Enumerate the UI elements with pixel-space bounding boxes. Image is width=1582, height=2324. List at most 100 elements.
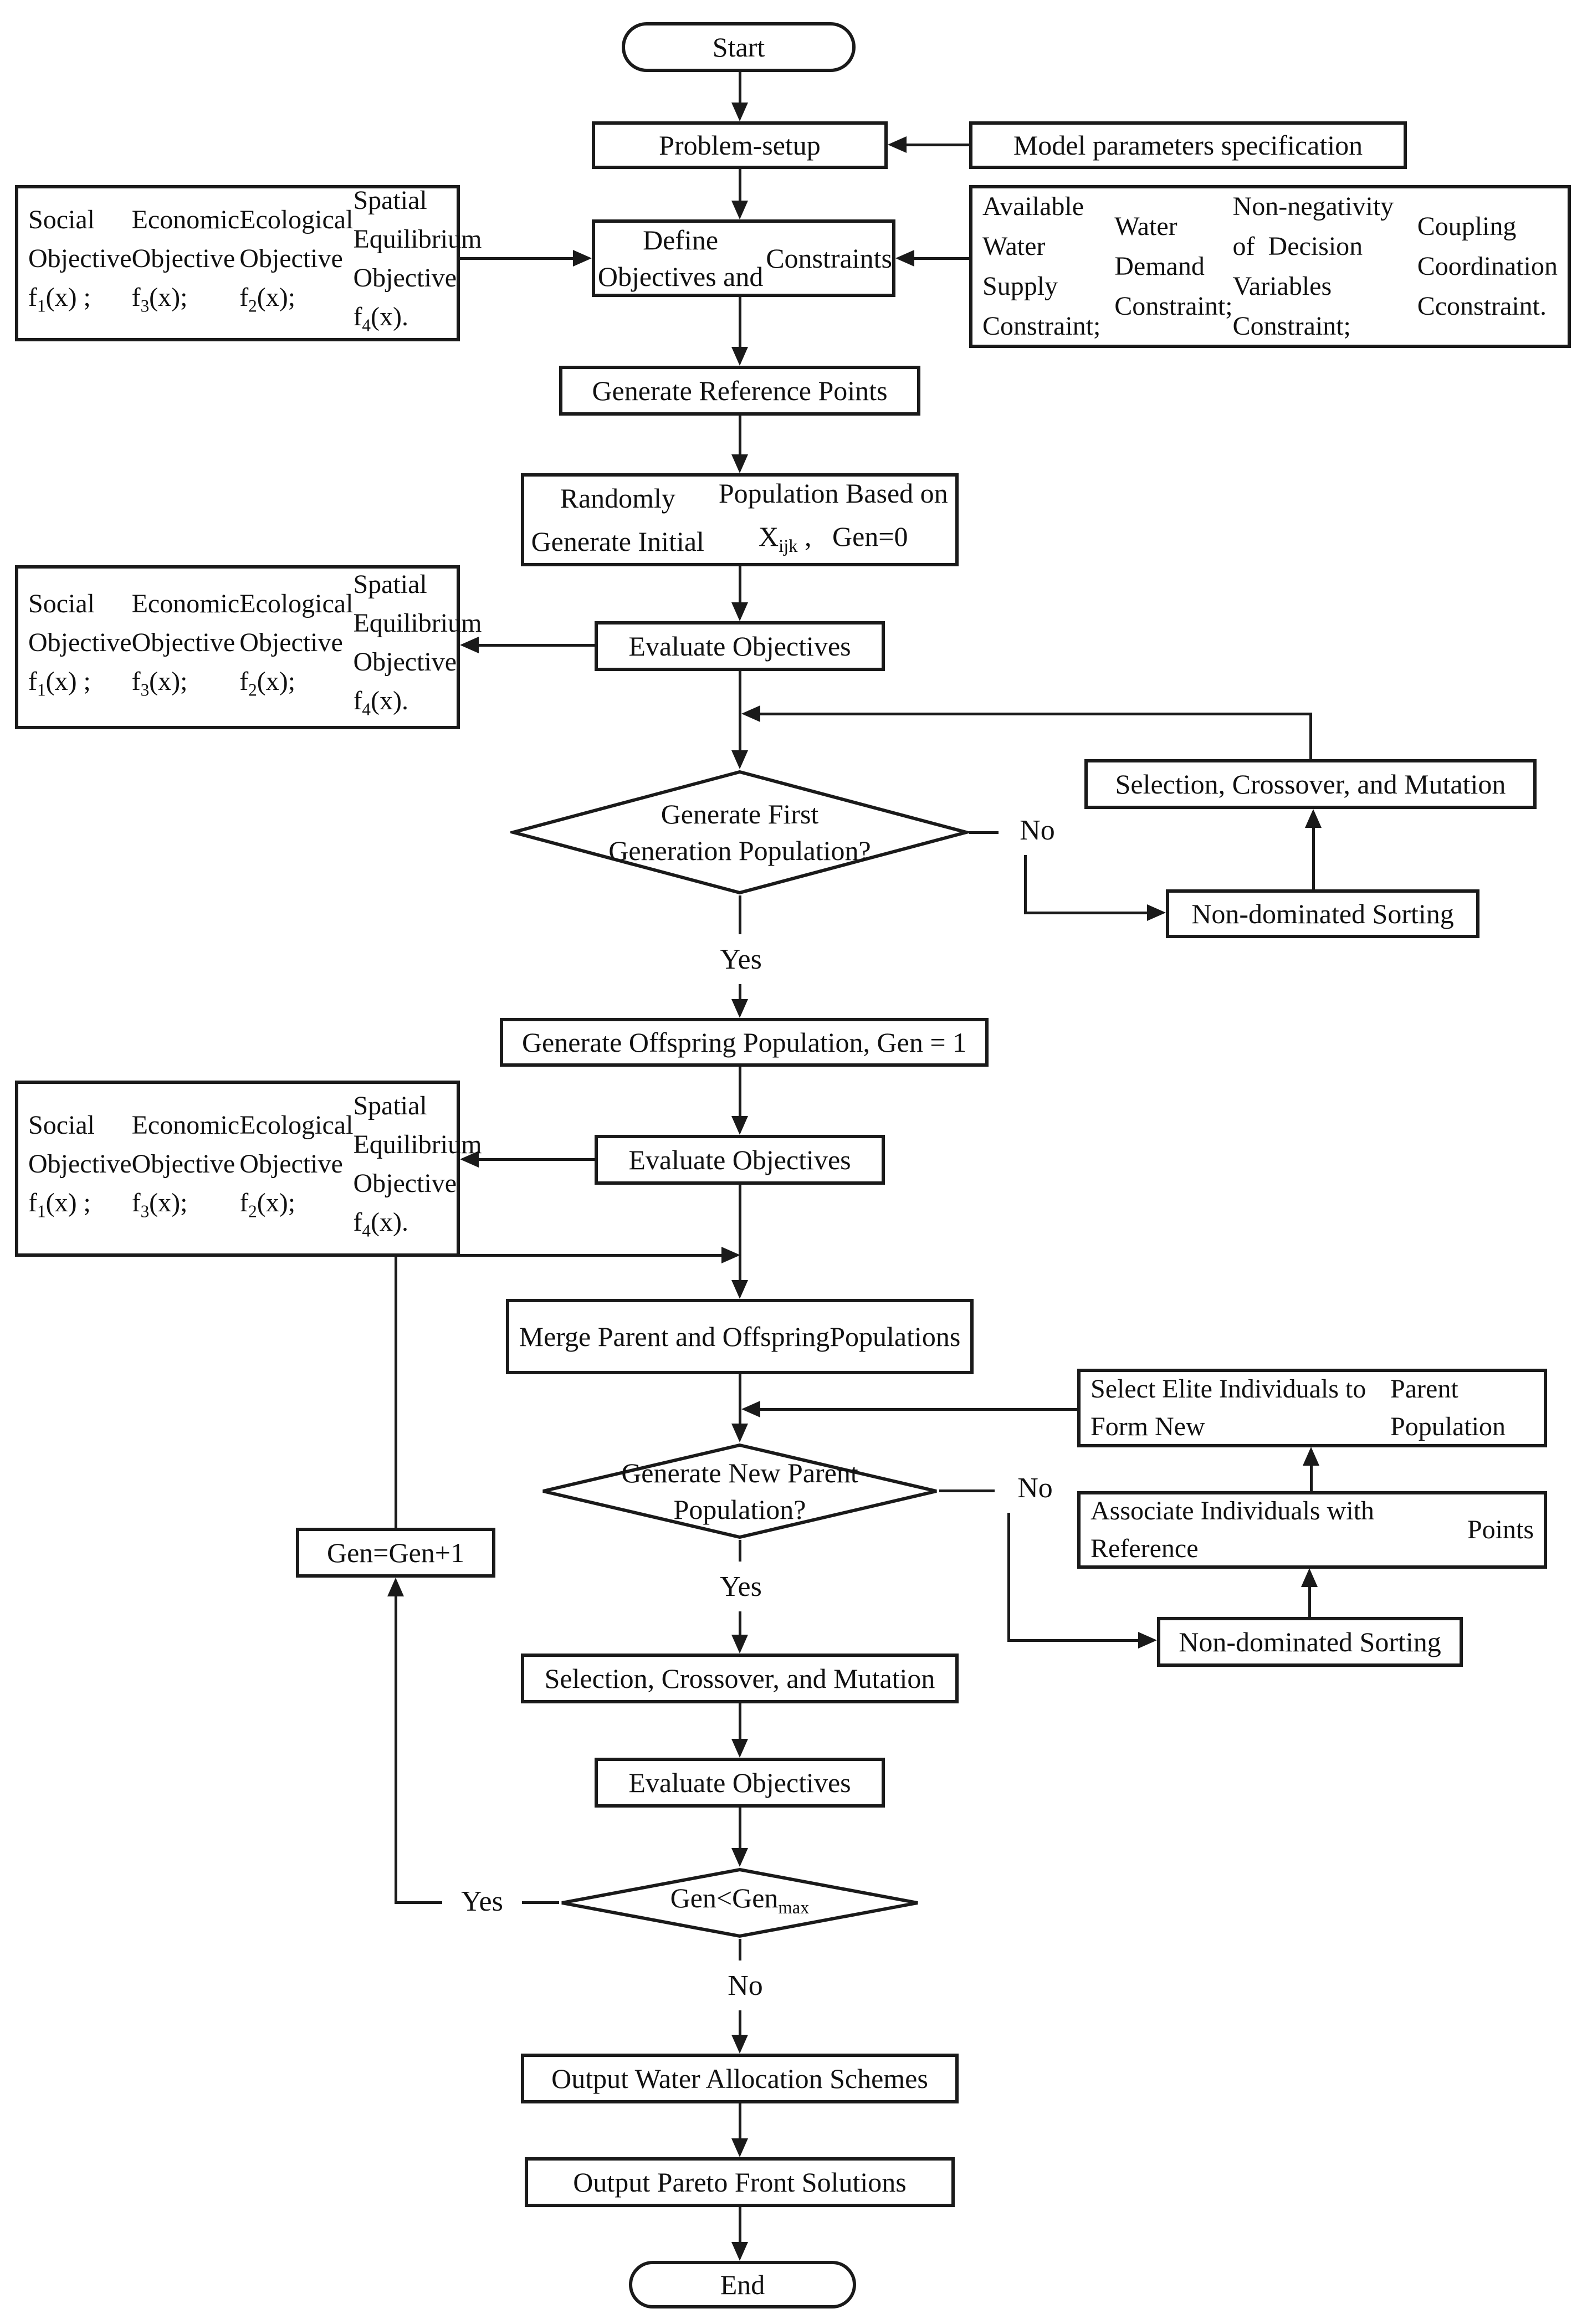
arrowhead-down [731, 750, 748, 769]
label-no-new-parent: No [996, 1463, 1074, 1513]
connector [739, 71, 741, 103]
node-output-water-allocation: Output Water Allocation Schemes [521, 2054, 959, 2103]
arrowhead-up [1305, 809, 1322, 828]
connector [396, 1254, 721, 1257]
arrowhead-up [1301, 1568, 1318, 1587]
connector [395, 1254, 397, 1528]
label-no-gen-max: No [713, 1960, 778, 2010]
node-gen-increment: Gen=Gen+1 [296, 1528, 495, 1578]
node-selection-crossover-mutation-1: Selection, Crossover, and Mutation [1084, 759, 1537, 809]
arrowhead-down [731, 1116, 748, 1135]
arrowhead-right [573, 250, 592, 267]
diamond-shape [542, 1443, 937, 1539]
connector [1308, 1587, 1311, 1617]
connector [1024, 851, 1027, 913]
decision-label: Gen<Genmax [670, 1882, 810, 1918]
arrowhead-down [731, 103, 748, 121]
connector [739, 1808, 741, 1848]
diamond-shape [561, 1867, 918, 1938]
decision-gen-max: Gen<Genmax [559, 1867, 920, 1939]
node-constraints-list: Available Water Supply Constraint;Water … [969, 185, 1571, 348]
connector [739, 169, 741, 201]
arrowhead-left [460, 1151, 479, 1168]
connector [739, 297, 741, 347]
node-model-parameters: Model parameters specification [969, 121, 1407, 169]
node-selection-crossover-mutation-2: Selection, Crossover, and Mutation [521, 1654, 959, 1703]
connector [939, 1489, 995, 1492]
node-label: Gen=Gen+1 [327, 1537, 464, 1568]
arrowhead-down [731, 347, 748, 366]
connector [479, 644, 595, 647]
node-label: Generate Offspring Population, Gen = 1 [521, 1027, 967, 1058]
node-start: Start [622, 22, 856, 72]
node-generate-offspring: Generate Offspring Population, Gen = 1 [500, 1018, 989, 1067]
node-end: End [629, 2261, 856, 2308]
arrowhead-down [731, 2242, 748, 2261]
connector [739, 566, 741, 602]
connector [739, 2103, 741, 2138]
node-label: Evaluate Objectives [628, 1767, 851, 1798]
node-label: Non-dominated Sorting [1191, 898, 1454, 929]
label-yes-first-generation: Yes [708, 934, 774, 984]
label-no-first-generation: No [999, 805, 1076, 855]
connector [739, 1374, 741, 1424]
label-yes-new-parent: Yes [708, 1562, 774, 1611]
node-evaluate-objectives-2: Evaluate Objectives [595, 1135, 885, 1185]
diamond-shape [510, 770, 969, 895]
arrowhead-left [888, 136, 907, 153]
node-objectives-list-2: Social Objective f1(x) ;Economic Objecti… [15, 565, 482, 729]
node-label: Output Water Allocation Schemes [551, 2063, 928, 2094]
connector [760, 713, 1312, 715]
arrowhead-down [731, 1424, 748, 1442]
arrowhead-right [1147, 904, 1166, 921]
connector [395, 1596, 397, 1904]
arrowhead-right [1138, 1632, 1157, 1649]
node-label: End [720, 2269, 765, 2300]
connector [739, 1185, 741, 1280]
arrowhead-down [731, 1635, 748, 1654]
arrowhead-left [895, 250, 914, 267]
connector [739, 1703, 741, 1739]
arrowhead-down [731, 602, 748, 621]
label-yes-gen-max: Yes [442, 1876, 522, 1926]
connector [969, 831, 1000, 834]
arrowhead-left [460, 637, 479, 653]
connector [739, 1067, 741, 1116]
node-problem-setup: Problem-setup [592, 121, 888, 169]
connector [1310, 1466, 1313, 1491]
arrowhead-up [387, 1578, 404, 1596]
arrowhead-down [731, 2138, 748, 2157]
node-generate-reference-points: Generate Reference Points [559, 366, 920, 416]
arrowhead-down [731, 2035, 748, 2054]
arrowhead-left [741, 1401, 760, 1417]
connector [760, 1408, 1077, 1411]
node-label: Problem-setup [659, 130, 821, 161]
arrowhead-down [731, 454, 748, 473]
node-label: Generate Reference Points [592, 375, 888, 406]
node-label: Evaluate Objectives [628, 1144, 851, 1175]
node-objectives-list-3: Social Objective f1(x) ;Economic Objecti… [15, 1081, 482, 1257]
arrowhead-down [731, 1848, 748, 1867]
connector [479, 1158, 595, 1161]
connector [1007, 1512, 1010, 1640]
connector [1007, 1639, 1138, 1642]
arrowhead-right [721, 1247, 740, 1263]
connector [739, 416, 741, 454]
node-label: Selection, Crossover, and Mutation [544, 1663, 935, 1694]
node-output-pareto-front: Output Pareto Front Solutions [525, 2157, 955, 2207]
node-label: Output Pareto Front Solutions [573, 2167, 907, 2198]
connector [1024, 912, 1147, 914]
arrowhead-left [741, 705, 760, 722]
connector [1309, 713, 1312, 759]
connector [907, 144, 969, 146]
node-evaluate-objectives-3: Evaluate Objectives [595, 1758, 885, 1808]
